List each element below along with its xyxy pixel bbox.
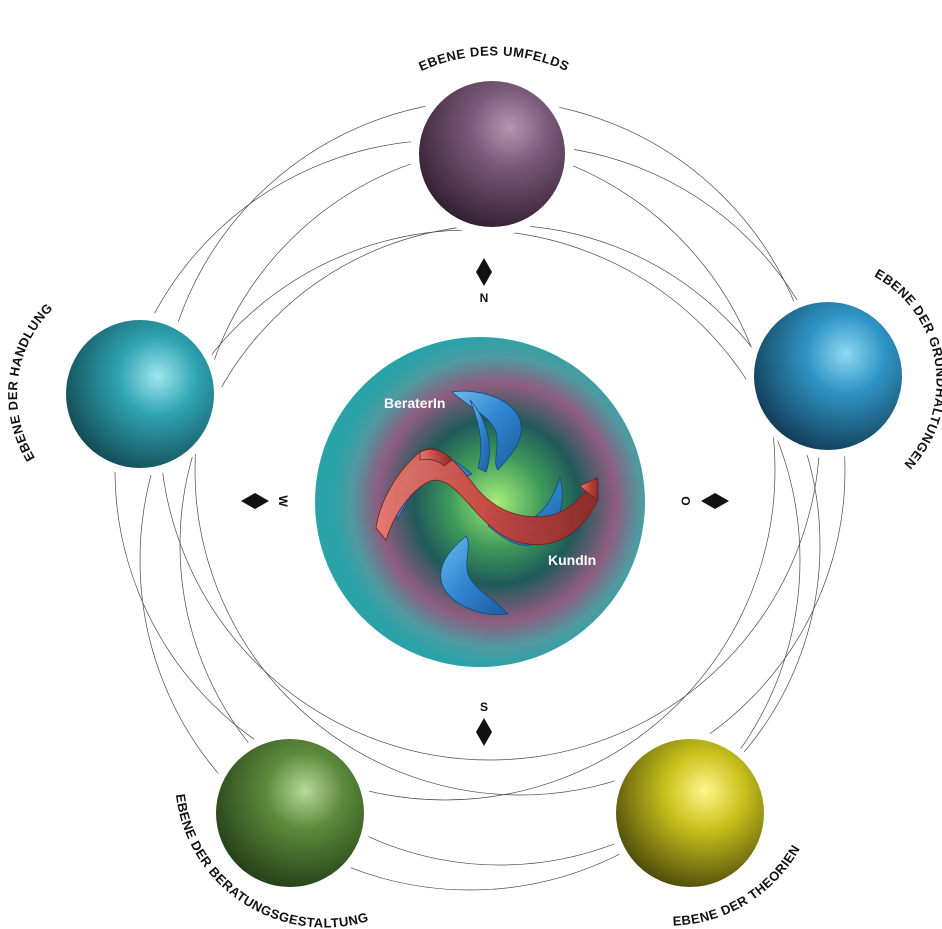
level-label-umfeld: EBENE DES UMFELDS (416, 43, 571, 74)
compass-east: O (679, 496, 693, 505)
compass-south: S (480, 700, 488, 714)
sphere-theorien (616, 739, 764, 887)
east-arrow-icon (701, 493, 729, 509)
compass-west: W (276, 495, 290, 507)
west-arrow-icon (241, 493, 269, 509)
label-counselor: BeraterIn (384, 395, 445, 411)
compass-north: N (480, 291, 489, 305)
label-client: KundIn (548, 552, 596, 568)
sphere-umfeld (419, 81, 565, 227)
sphere-handlung (66, 320, 214, 468)
south-arrow-icon (476, 718, 492, 746)
north-arrow-icon (476, 258, 492, 286)
sphere-grundhaltungen (754, 302, 902, 450)
sphere-beratungsgestaltung (216, 739, 364, 887)
level-label-handlung: EBENE DER HANDLUNG (5, 300, 56, 464)
